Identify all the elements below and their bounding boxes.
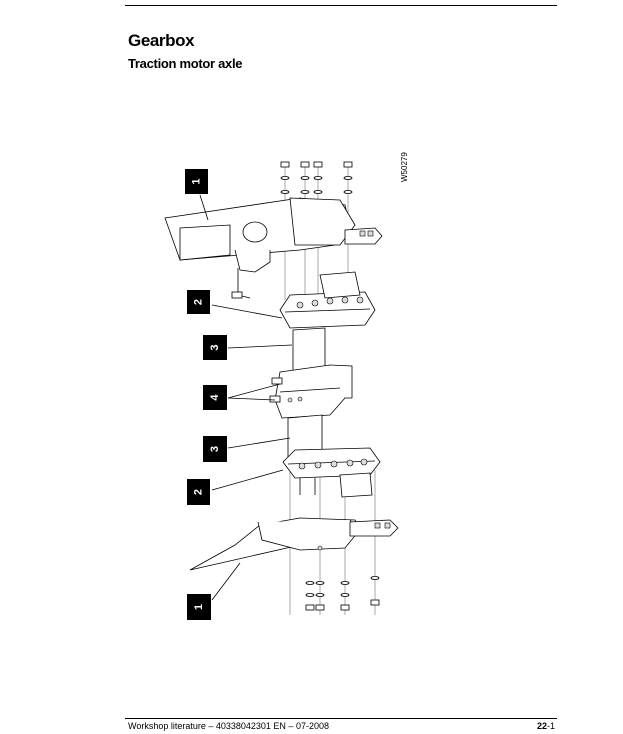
- callout-label: 1: [193, 604, 205, 610]
- figure-id: W50279: [400, 152, 409, 182]
- header-rule: [125, 5, 557, 6]
- upper-axle-housing: [164, 197, 383, 299]
- callout-4: 4: [203, 385, 227, 410]
- callout-3-upper: 3: [203, 335, 227, 360]
- callout-label: 2: [192, 299, 204, 305]
- page-number: 22-1: [537, 721, 555, 731]
- callout-1-bottom: 1: [187, 594, 211, 620]
- motor-unit: [269, 364, 353, 419]
- callout-2-lower: 2: [187, 479, 210, 505]
- callout-label: 2: [192, 489, 204, 495]
- top-bolts: [280, 161, 353, 194]
- page-number-chapter: 22: [536, 721, 547, 731]
- page-title: Gearbox: [128, 31, 195, 50]
- callout-3-lower: 3: [203, 436, 227, 462]
- upper-gearbox-plate: [279, 271, 376, 329]
- callout-label: 4: [209, 394, 221, 401]
- leader-lines: [199, 194, 293, 601]
- callout-1-top: 1: [185, 169, 208, 194]
- callout-2-upper: 2: [187, 290, 210, 314]
- callout-label: 3: [209, 344, 221, 350]
- upper-shaft: [292, 327, 326, 373]
- footer-rule: [125, 718, 557, 719]
- callout-label: 3: [209, 446, 221, 452]
- lower-axle-housing: [189, 517, 399, 571]
- bottom-bolts: [305, 576, 380, 611]
- callout-label: 1: [190, 178, 202, 184]
- page-subtitle: Traction motor axle: [128, 56, 243, 71]
- lower-gearbox-plate: [282, 447, 381, 498]
- page-number-page: -1: [546, 721, 555, 731]
- footer-reference: Workshop literature – 40338042301 EN – 0…: [128, 721, 329, 731]
